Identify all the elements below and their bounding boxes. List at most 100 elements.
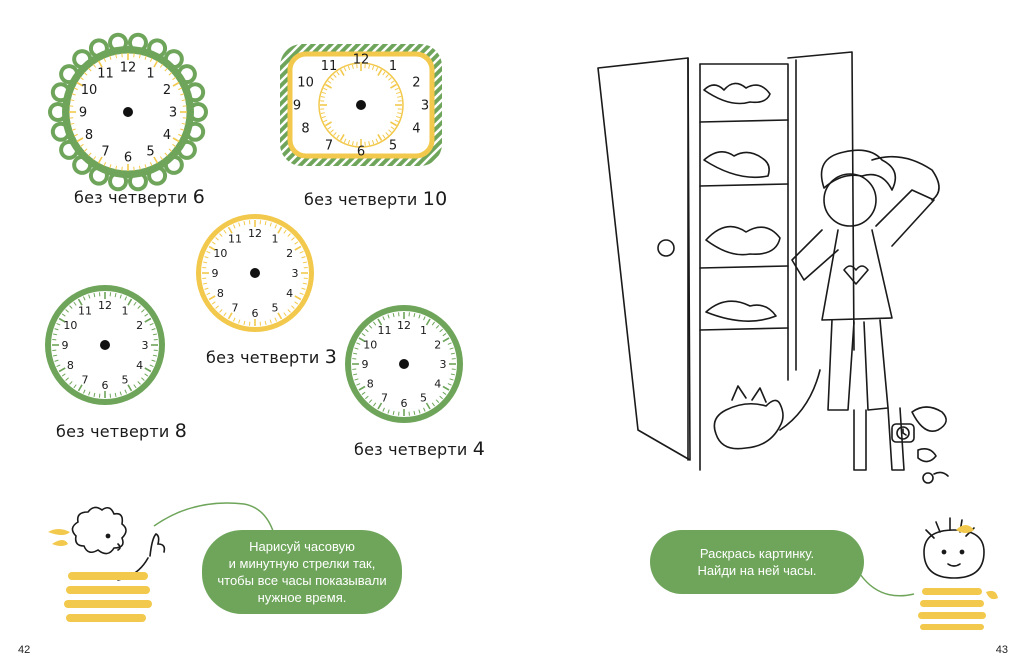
clock-tick <box>138 54 141 59</box>
clock-tick <box>390 121 397 127</box>
clock-tick <box>368 399 373 403</box>
clock-tick <box>368 141 371 146</box>
clock-tick <box>302 261 307 264</box>
clock-tick <box>418 409 421 414</box>
clock-tick <box>354 378 359 381</box>
clock-tick <box>287 309 291 313</box>
clock-tick <box>215 305 219 309</box>
clock-tick <box>388 77 392 81</box>
clock-tick <box>82 296 86 301</box>
clock-tick <box>53 354 58 357</box>
clock-tick <box>294 241 299 245</box>
clock-tick <box>119 294 122 299</box>
cat <box>713 399 784 450</box>
clock-tick <box>73 133 78 137</box>
clock-tick <box>204 287 209 290</box>
clock-tick <box>124 389 128 394</box>
clock-tick <box>227 226 233 234</box>
clock-tick <box>330 77 334 81</box>
clock-number: 9 <box>362 358 369 371</box>
clock-tick <box>77 298 83 306</box>
clock-tick <box>227 312 233 320</box>
clock-tick <box>172 143 177 148</box>
instruction-bubble-left: Нарисуй часовую и минутную стрелки так, … <box>202 530 402 614</box>
clock-tick <box>70 99 75 102</box>
clock-tick <box>325 83 332 89</box>
clock-number: 5 <box>420 392 427 405</box>
clock-center-dot <box>399 359 409 369</box>
clock-number: 8 <box>67 359 74 372</box>
clock-tick <box>382 316 385 321</box>
bubble-connector <box>153 502 275 535</box>
clock-tick <box>73 384 77 389</box>
clock-tick <box>58 317 66 323</box>
clock-tick <box>277 312 283 320</box>
clock-tick <box>71 93 76 96</box>
clock-tick <box>172 81 180 87</box>
clock-number: 4 <box>434 377 441 390</box>
clock-tick <box>152 354 157 357</box>
clock-tick <box>449 347 454 350</box>
clock-number: 12 <box>120 61 137 76</box>
clock-number: 7 <box>101 145 109 160</box>
clock-number: 9 <box>293 99 301 114</box>
clock-number: 1 <box>420 324 427 337</box>
instruction-line: и минутную стрелки так, <box>228 556 376 571</box>
page-number-left: 42 <box>18 644 31 656</box>
clock-tick <box>447 383 452 386</box>
clock-number: 11 <box>97 67 114 82</box>
clock-number: 1 <box>122 304 129 317</box>
clock-tick <box>264 221 267 226</box>
clock-tick <box>373 321 377 326</box>
clock-tick <box>79 143 84 148</box>
clock-tick <box>392 313 395 318</box>
clock-ticks <box>352 312 456 416</box>
clock-tick <box>93 293 96 298</box>
clock-number: 5 <box>389 139 397 154</box>
clock-number: 11 <box>228 232 242 245</box>
clock-tick <box>144 55 147 60</box>
wardrobe-scene-illustration <box>597 51 949 484</box>
clock-number: 1 <box>272 232 279 245</box>
clock-number: 7 <box>325 139 333 154</box>
clock-tick <box>119 391 122 396</box>
clock-tick <box>269 319 272 324</box>
clock-tick <box>93 392 96 397</box>
clock-tick <box>343 138 347 143</box>
clock-tick <box>336 71 340 76</box>
clock-number: 10 <box>297 76 314 91</box>
clock-number: 8 <box>301 122 309 137</box>
clock-tick <box>97 156 103 164</box>
clock-tick <box>238 319 241 324</box>
clock-tick <box>442 385 450 391</box>
clock-tick <box>79 76 84 81</box>
clock-tick <box>127 298 133 306</box>
clock-tick <box>151 328 156 331</box>
clock-tick <box>302 282 307 285</box>
clock-tick <box>274 317 278 322</box>
clock-tick <box>223 312 227 317</box>
clock-tick <box>371 65 375 70</box>
clock-number: 10 <box>213 247 227 260</box>
clock-caption-5: без четверти 4 <box>354 438 486 460</box>
clock-tick <box>388 129 392 133</box>
clock-tick <box>397 95 402 98</box>
clock-number: 6 <box>102 379 109 392</box>
clock-number: 10 <box>363 338 377 351</box>
clock-tick <box>82 389 86 394</box>
clock-tick <box>159 63 164 68</box>
clock-tick <box>114 293 117 298</box>
clock-tick <box>439 328 443 333</box>
clock-tick <box>365 328 369 333</box>
clock-tick <box>368 325 373 329</box>
clock-tick <box>333 74 337 78</box>
clock-center-dot <box>123 107 133 117</box>
clock-tick <box>61 373 66 377</box>
clock-tick <box>382 71 386 76</box>
clock-tick <box>88 152 92 157</box>
clock-tick <box>294 301 299 305</box>
